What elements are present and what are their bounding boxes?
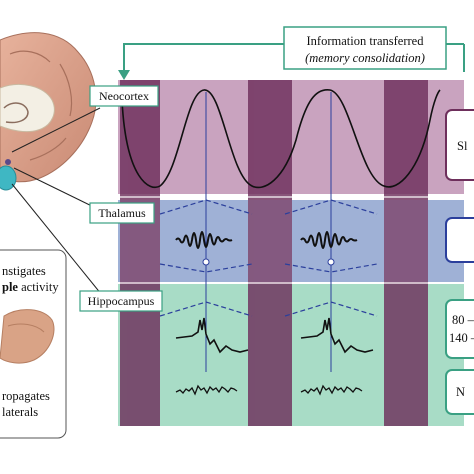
hippocampus-label-text: Hippocampus (88, 294, 155, 308)
upstate-column-2 (248, 80, 292, 426)
left-panel-text-laterals: laterals (2, 405, 38, 419)
left-panel-text-propagates: ropagates (2, 389, 50, 403)
neocortex-label-text: Neocortex (99, 89, 149, 103)
thalamus-wedges (159, 199, 378, 273)
ripple-traces (175, 317, 374, 354)
right-panel-bottom-text: N (456, 385, 465, 399)
spindle-traces (175, 231, 358, 249)
slow-oscillation-trace (121, 89, 441, 189)
information-transfer-callout: Information transferred (memory consolid… (118, 26, 465, 80)
hippocampus-wedges (159, 301, 378, 317)
brain-connector-lines (11, 107, 107, 301)
left-panel-text-instigates: nstigates (2, 264, 46, 278)
info-box-line1: Information transferred (307, 34, 425, 48)
upstate-column-3 (384, 80, 428, 426)
neocortex-label: Neocortex (89, 85, 159, 107)
brain-illustration (0, 32, 97, 191)
coupling-markers (202, 258, 335, 266)
transfer-arrowhead (118, 70, 130, 80)
right-panel-neocortex-text: Sl (457, 139, 468, 153)
left-info-panel: nstigates ple activity ropagates lateral… (0, 249, 67, 439)
info-box (283, 26, 447, 70)
hippocampus-label: Hippocampus (79, 290, 163, 312)
right-panel-hippocampus-line1: 80 – (452, 313, 474, 327)
info-box-line2: (memory consolidation) (305, 51, 425, 65)
right-panel-hippocampus-line2: 140 – (449, 331, 474, 345)
thalamus-label: Thalamus (89, 202, 155, 224)
left-panel-text-activity: ple activity (2, 280, 59, 294)
coupling-lines (205, 92, 332, 372)
right-panels: Sl 80 – 140 – N (445, 109, 474, 415)
thalamus-label-text: Thalamus (98, 206, 146, 220)
cortical-noise-traces (175, 384, 363, 396)
